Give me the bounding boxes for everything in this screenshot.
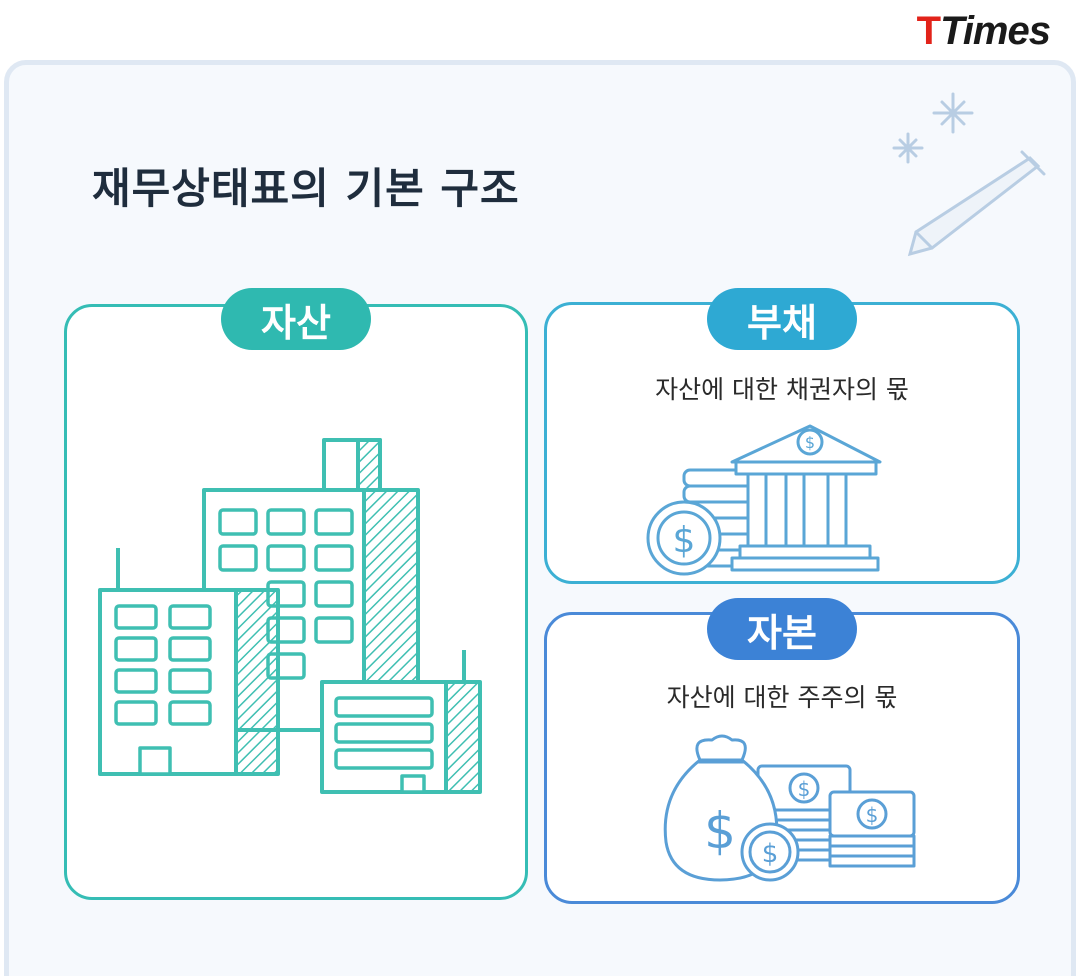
liability-description: 자산에 대한 채권자의 몫	[655, 375, 909, 404]
svg-text:$: $	[798, 777, 811, 801]
sparkle-icon	[932, 92, 974, 134]
equity-label: 자본	[707, 598, 857, 660]
buildings-icon	[98, 438, 482, 794]
pencil-icon	[892, 92, 1046, 257]
svg-text:$: $	[805, 433, 815, 452]
equity-description: 자산에 대한 주주의 몫	[666, 683, 898, 712]
logo-times: Times	[940, 8, 1051, 53]
svg-text:$: $	[704, 802, 736, 860]
page-title: 재무상태표의 기본 구조	[92, 164, 520, 213]
liability-label: 부채	[707, 288, 857, 350]
money-bag-icon: $ $ $ $	[663, 734, 916, 882]
ttimes-logo: T Times	[916, 8, 1051, 54]
svg-text:$: $	[762, 839, 779, 869]
svg-text:$: $	[866, 803, 879, 827]
banknotes-icon	[756, 764, 916, 868]
logo-t: T	[916, 8, 941, 53]
bank-icon: $ $	[646, 424, 882, 576]
asset-label: 자산	[221, 288, 371, 350]
svg-text:$: $	[673, 520, 696, 561]
sparkle-icon	[892, 132, 924, 164]
